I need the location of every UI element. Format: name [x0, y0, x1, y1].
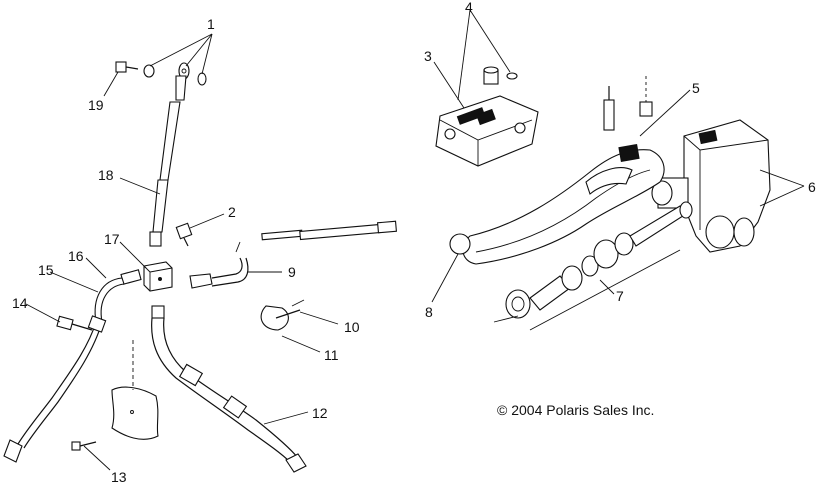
callout-1: 1	[207, 16, 215, 32]
pin-5	[603, 76, 653, 131]
callout-17: 17	[104, 231, 120, 247]
callout-13: 13	[111, 469, 127, 482]
brake-lever-8	[449, 143, 665, 265]
callout-14: 14	[12, 295, 28, 311]
callout-8: 8	[425, 304, 433, 320]
callout-6: 6	[808, 179, 816, 195]
piston-assembly-7	[493, 201, 693, 331]
copyright-text: © 2004 Polaris Sales Inc.	[497, 402, 654, 418]
callout-3: 3	[424, 48, 432, 64]
callout-15: 15	[38, 262, 54, 278]
brake-line-9	[189, 220, 397, 289]
callout-9: 9	[288, 264, 296, 280]
callout-4: 4	[465, 0, 473, 15]
master-cylinder-6	[651, 119, 771, 253]
leader-lines	[25, 9, 805, 471]
callout-18: 18	[98, 167, 114, 183]
junction-block-17	[143, 261, 173, 292]
bolt-19	[115, 61, 207, 86]
callout-10: 10	[344, 319, 360, 335]
hose-15-16	[3, 269, 142, 463]
fitting-14	[56, 315, 93, 331]
callout-7: 7	[616, 288, 624, 304]
callout-12: 12	[312, 405, 328, 421]
fitting-2	[175, 222, 193, 247]
callout-11: 11	[324, 347, 339, 363]
callout-19: 19	[88, 97, 104, 113]
brake-line-18	[149, 75, 187, 247]
bracket-13	[71, 340, 159, 451]
callout-16: 16	[68, 248, 84, 264]
callout-2: 2	[228, 204, 236, 220]
hose-12	[151, 305, 307, 473]
reservoir-cover-3	[435, 95, 539, 167]
clamp-10-11	[260, 299, 305, 331]
screws-4	[483, 66, 518, 85]
callout-5: 5	[692, 80, 700, 96]
